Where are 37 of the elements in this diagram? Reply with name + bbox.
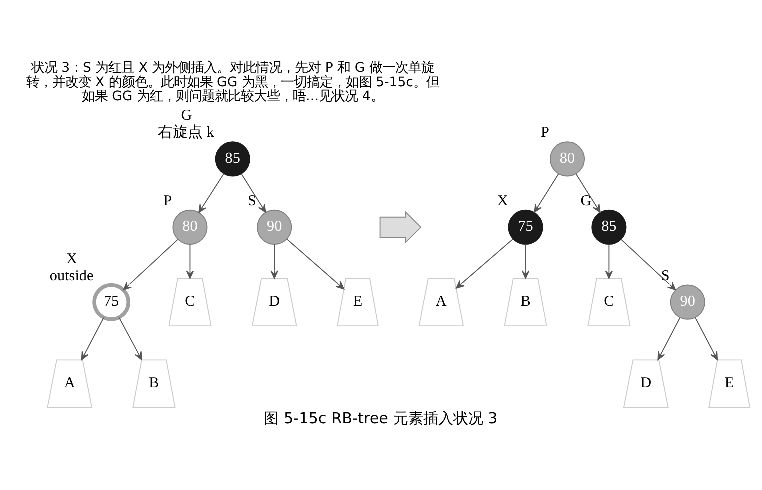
caption: 图 5-15c RB-tree 元素插入状况 3 <box>264 409 498 428</box>
node-label: P <box>164 192 172 210</box>
arrow <box>456 238 514 289</box>
node-label: outside <box>50 267 94 284</box>
node-label: S <box>661 267 670 284</box>
node-label: S <box>248 192 256 210</box>
arrow <box>270 244 278 280</box>
node-label: X <box>497 192 508 210</box>
arrow <box>81 317 104 360</box>
node-circle: 90 <box>257 210 292 245</box>
label: 状况 3：S 为红且 X 为外侧插入。对此情况，先对 P 和 G 做一次单旋转，并改变 X 的颜色。此时如果 GG 为黑，一切搞定，如图 5-15c。但如果 GG 为红，则问题就比较大些，唔…见状况 4。 <box>26 61 440 105</box>
arrow <box>241 174 266 213</box>
node-circle: 75 <box>508 210 544 245</box>
node-circle: 80 <box>172 210 208 245</box>
arrow <box>118 317 142 360</box>
node-label: G <box>181 107 192 124</box>
node-circle: 75 <box>92 283 131 322</box>
node-arrow <box>380 211 422 244</box>
arrow <box>198 173 225 214</box>
arrow <box>186 244 194 280</box>
node-label: G <box>580 192 592 210</box>
arrow <box>605 244 614 280</box>
arrow <box>286 239 345 290</box>
node-circle: 85 <box>592 210 627 245</box>
node-label: P <box>540 124 550 142</box>
arrow <box>621 239 676 291</box>
arrow <box>522 244 530 280</box>
arrow <box>534 174 560 213</box>
arrow <box>123 239 178 291</box>
arrow <box>576 174 601 213</box>
node-label: X <box>66 250 78 268</box>
arrow <box>658 317 681 360</box>
arrow <box>695 317 718 360</box>
node-circle: 85 <box>215 142 250 177</box>
node-circle: 80 <box>550 142 586 177</box>
node-label: 右旋点 k <box>158 124 214 142</box>
node-circle: 90 <box>670 284 706 320</box>
